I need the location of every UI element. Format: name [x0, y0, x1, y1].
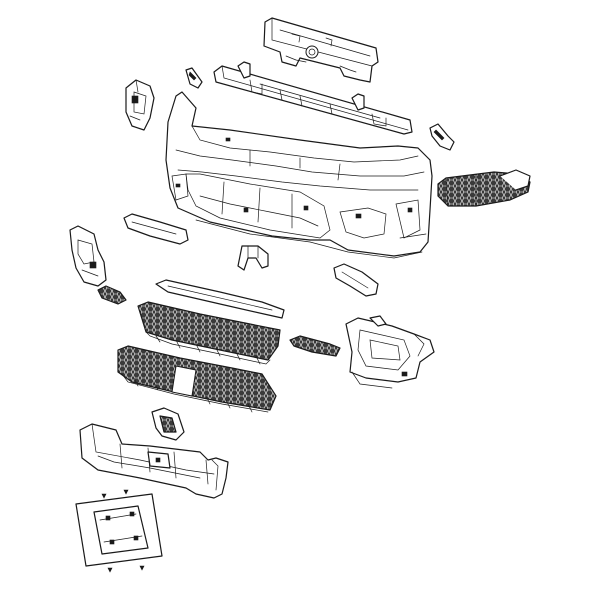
- right-small-clip[interactable]: [429, 123, 455, 151]
- upper-grille[interactable]: [137, 301, 281, 365]
- lower-grille[interactable]: [117, 345, 277, 413]
- right-reflector[interactable]: [289, 335, 341, 357]
- center-mount-bracket[interactable]: [237, 245, 269, 271]
- left-side-molding[interactable]: [123, 213, 189, 245]
- tow-hook-cover[interactable]: [151, 407, 185, 441]
- bumper-cover[interactable]: [165, 91, 433, 259]
- license-plate-bracket[interactable]: [75, 489, 163, 573]
- air-deflector[interactable]: [79, 423, 229, 499]
- right-fog-bezel[interactable]: [437, 169, 531, 207]
- right-side-molding[interactable]: [333, 263, 379, 297]
- left-upper-bracket[interactable]: [125, 79, 155, 131]
- impact-bar[interactable]: [213, 61, 413, 135]
- upper-trim-strip[interactable]: [155, 279, 285, 319]
- left-side-bracket[interactable]: [69, 225, 107, 287]
- left-reflector[interactable]: [97, 285, 127, 305]
- upper-reinforcement[interactable]: [263, 17, 379, 83]
- left-small-clip[interactable]: [185, 67, 203, 89]
- right-fog-housing[interactable]: [345, 315, 435, 389]
